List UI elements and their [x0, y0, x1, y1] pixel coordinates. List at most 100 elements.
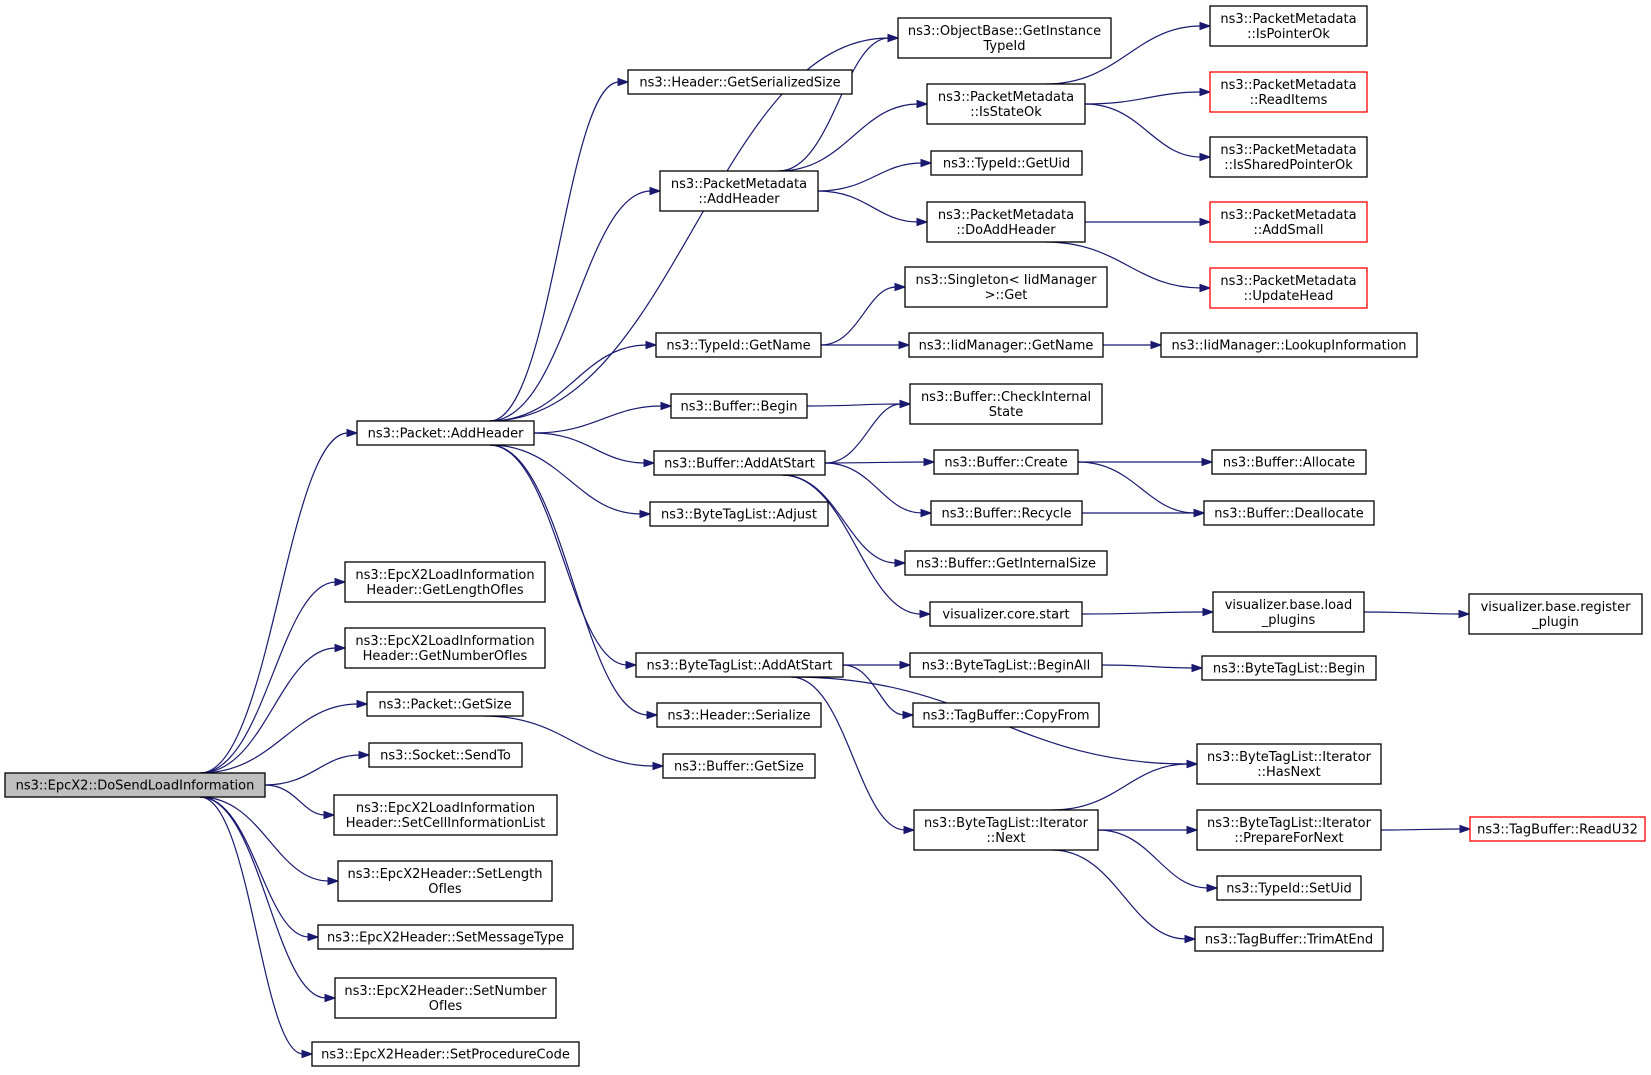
node-buf-getsize[interactable]: ns3::Buffer::GetSize	[662, 753, 816, 779]
node-socket-sendto[interactable]: ns3::Socket::SendTo	[368, 742, 523, 768]
node-tb-trimatend[interactable]: ns3::TagBuffer::TrimAtEnd	[1194, 926, 1384, 952]
node-pm-addheader[interactable]: ns3::PacketMetadata::AddHeader	[659, 170, 819, 212]
edge-btl_it_next-to-typeid_setuid	[1097, 829, 1219, 893]
edge-buf_begin-to-buf_checkinternal	[806, 399, 912, 409]
node-btl-it-hasnext[interactable]: ns3::ByteTagList::Iterator::HasNext	[1196, 743, 1382, 785]
node-label: ns3::Buffer::Deallocate	[1214, 507, 1363, 522]
arrowhead	[358, 750, 371, 760]
node-buf-addatstart[interactable]: ns3::Buffer::AddAtStart	[653, 450, 826, 476]
node-pm-updatehead[interactable]: ns3::PacketMetadata::UpdateHead	[1209, 267, 1368, 309]
node-box	[1212, 591, 1365, 633]
node-box	[930, 150, 1083, 176]
node-pm-readitems[interactable]: ns3::PacketMetadata::ReadItems	[1209, 71, 1368, 113]
node-box	[356, 420, 535, 446]
node-box	[1211, 449, 1367, 475]
node-label: visualizer.base.register	[1481, 600, 1632, 615]
node-pkt-getsize[interactable]: ns3::Packet::GetSize	[366, 691, 524, 717]
node-label: visualizer.core.start	[942, 608, 1069, 623]
node-box	[1209, 136, 1368, 178]
edge-buf_addatstart-to-buf_create	[824, 457, 936, 467]
node-label: ::HasNext	[1257, 765, 1321, 780]
node-label: ns3::IidManager::GetName	[919, 339, 1094, 354]
node-iid-lookupinfo[interactable]: ns3::IidManager::LookupInformation	[1160, 332, 1418, 358]
node-label: ns3::Buffer::CheckInternal	[921, 390, 1091, 405]
node-buf-create[interactable]: ns3::Buffer::Create	[933, 449, 1079, 475]
node-label: ns3::TypeId::GetName	[666, 339, 810, 354]
node-tb-copyfrom[interactable]: ns3::TagBuffer::CopyFrom	[912, 702, 1100, 728]
node-btl-it-next[interactable]: ns3::ByteTagList::Iterator::Next	[913, 809, 1099, 851]
node-box	[662, 753, 816, 779]
arrowhead	[919, 609, 932, 619]
node-getlengthofies[interactable]: ns3::EpcX2LoadInformationHeader::GetLeng…	[344, 561, 546, 603]
edge-root-to-setnumberofies	[199, 796, 337, 1003]
node-label: ns3::Singleton< IidManager	[915, 273, 1097, 288]
node-hdr-serialize[interactable]: ns3::Header::Serialize	[656, 702, 822, 728]
node-buf-getinternalsize[interactable]: ns3::Buffer::GetInternalSize	[904, 550, 1108, 576]
arrowhead	[1199, 217, 1212, 227]
edge-buf_addatstart-to-buf_checkinternal	[824, 399, 912, 464]
node-setmessagetype[interactable]: ns3::EpcX2Header::SetMessageType	[317, 924, 574, 950]
node-box	[909, 652, 1103, 678]
node-label: TypeId	[983, 39, 1026, 54]
arrowhead	[660, 401, 673, 411]
node-root[interactable]: ns3::EpcX2::DoSendLoadInformation	[4, 772, 266, 798]
node-setprocedurecode[interactable]: ns3::EpcX2Header::SetProcedureCode	[311, 1041, 580, 1067]
node-buf-allocate[interactable]: ns3::Buffer::Allocate	[1211, 449, 1367, 475]
node-typeid-getuid[interactable]: ns3::TypeId::GetUid	[930, 150, 1083, 176]
node-pm-ispointerok[interactable]: ns3::PacketMetadata::IsPointerOk	[1209, 5, 1368, 47]
node-btl-addatstart[interactable]: ns3::ByteTagList::AddAtStart	[635, 652, 844, 678]
node-setcellinfo[interactable]: ns3::EpcX2LoadInformationHeader::SetCell…	[333, 794, 558, 836]
arrowhead	[307, 932, 320, 942]
node-box	[317, 924, 574, 950]
arrowhead	[1459, 824, 1472, 834]
node-vis-base-loadplugins[interactable]: visualizer.base.load_plugins	[1212, 591, 1365, 633]
arrowhead	[887, 33, 900, 43]
edge-pm_addheader-to-pm_doaddheader	[817, 190, 929, 227]
node-hdr-getserializedsize[interactable]: ns3::Header::GetSerializedSize	[627, 69, 853, 95]
node-getnumberofies[interactable]: ns3::EpcX2LoadInformationHeader::GetNumb…	[344, 627, 546, 669]
node-label: ns3::PacketMetadata	[1220, 12, 1356, 27]
node-pkt-addheader[interactable]: ns3::Packet::AddHeader	[356, 420, 535, 446]
node-btl-it-preparefornext[interactable]: ns3::ByteTagList::Iterator::PrepareForNe…	[1196, 809, 1382, 851]
node-buf-begin[interactable]: ns3::Buffer::Begin	[670, 393, 808, 419]
node-box	[627, 69, 853, 95]
node-box	[635, 652, 844, 678]
arrowhead	[1199, 87, 1212, 97]
node-btl-adjust[interactable]: ns3::ByteTagList::Adjust	[649, 501, 829, 527]
arrowhead	[902, 710, 915, 720]
node-typeid-setuid[interactable]: ns3::TypeId::SetUid	[1216, 875, 1362, 901]
node-singleton-get[interactable]: ns3::Singleton< IidManager>::Get	[904, 266, 1108, 308]
node-label: ::AddHeader	[698, 192, 780, 207]
node-box	[1209, 5, 1368, 47]
node-label: ns3::TypeId::SetUid	[1226, 882, 1351, 897]
arrowhead	[1150, 340, 1163, 350]
node-buf-deallocate[interactable]: ns3::Buffer::Deallocate	[1203, 500, 1375, 526]
node-buf-recycle[interactable]: ns3::Buffer::Recycle	[930, 500, 1083, 526]
arrowhead	[334, 643, 347, 653]
node-label: ns3::PacketMetadata	[671, 177, 807, 192]
edge-pm_isstateok-to-pm_readitems	[1084, 87, 1212, 105]
node-pm-isstateok[interactable]: ns3::PacketMetadata::IsStateOk	[926, 83, 1086, 125]
node-typeid-getname[interactable]: ns3::TypeId::GetName	[655, 332, 822, 358]
node-vis-core-start[interactable]: visualizer.core.start	[929, 601, 1083, 627]
node-box	[1209, 201, 1368, 243]
node-box	[1196, 809, 1382, 851]
node-box	[333, 794, 558, 836]
node-btl-begin[interactable]: ns3::ByteTagList::Begin	[1201, 655, 1377, 681]
node-btl-beginall[interactable]: ns3::ByteTagList::BeginAll	[909, 652, 1103, 678]
node-box	[659, 170, 819, 212]
node-pm-addsmall[interactable]: ns3::PacketMetadata::AddSmall	[1209, 201, 1368, 243]
node-tb-readu32[interactable]: ns3::TagBuffer::ReadU32	[1469, 816, 1646, 842]
node-pm-issharedpointerok[interactable]: ns3::PacketMetadata::IsSharedPointerOk	[1209, 136, 1368, 178]
edge-vis_core_start-to-vis_base_loadplugins	[1081, 607, 1215, 617]
node-iid-getname[interactable]: ns3::IidManager::GetName	[908, 332, 1104, 358]
node-label: ns3::ByteTagList::Iterator	[1207, 816, 1372, 831]
node-vis-base-registerplugin[interactable]: visualizer.base.register_plugin	[1468, 593, 1643, 635]
node-pm-doaddheader[interactable]: ns3::PacketMetadata::DoAddHeader	[926, 201, 1086, 243]
edge-btl_addatstart-to-tb_copyfrom	[842, 664, 915, 720]
